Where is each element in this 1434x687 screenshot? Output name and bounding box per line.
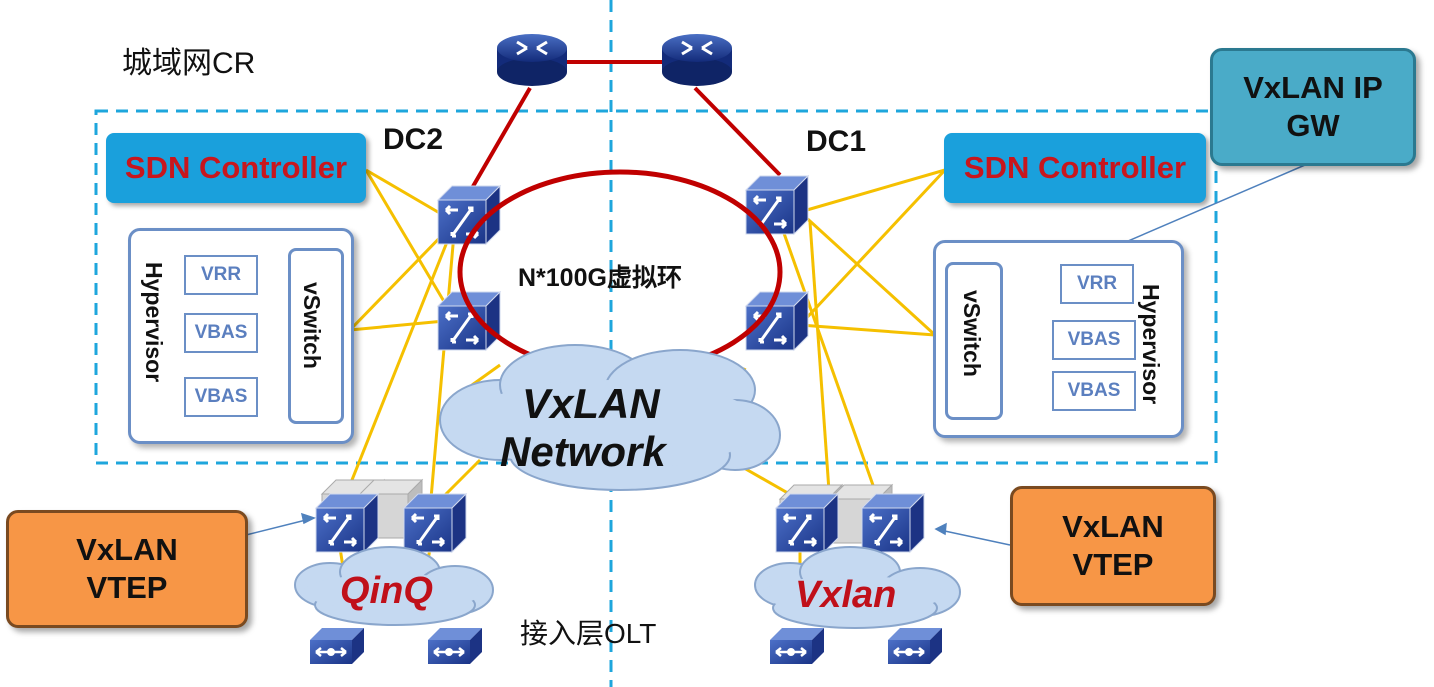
dc1-vm-vbas-2: VBAS — [1052, 371, 1136, 411]
vxlan-network-cloud — [439, 344, 781, 491]
qinq-cloud — [294, 546, 494, 626]
dc1-vm-vrr: VRR — [1060, 264, 1134, 304]
metro-cr-label: 城域网CR — [122, 47, 256, 80]
vtep-left-line2: VTEP — [86, 570, 168, 605]
vxlan-label: Vxlan — [795, 574, 897, 616]
gw-callout-line1: VxLAN IP — [1243, 70, 1383, 105]
dc2-label: DC2 — [383, 123, 444, 156]
dc1-label: DC1 — [806, 125, 867, 158]
left-vtep-switch-2 — [402, 492, 468, 554]
olt-device-4 — [886, 626, 944, 666]
dc1-vswitch-label: vSwitch — [959, 290, 985, 377]
metro-router-left — [495, 32, 569, 88]
dc2-hypervisor-label: Hypervisor — [141, 262, 167, 383]
vtep-left-callout: VxLAN VTEP — [6, 510, 248, 628]
dc1-switch-top — [744, 174, 810, 236]
dc2-vswitch-label: vSwitch — [299, 282, 325, 369]
olt-device-2 — [426, 626, 484, 666]
right-vtep-switch-1 — [774, 492, 840, 554]
dc1-hypervisor-label: Hypervisor — [1138, 284, 1164, 405]
dc2-sdn-label: SDN Controller — [124, 150, 348, 185]
qinq-label: QinQ — [340, 570, 433, 612]
metro-router-right — [660, 32, 734, 88]
ring-label: N*100G虚拟环 — [518, 264, 682, 292]
cloud-main-line2: Network — [500, 428, 666, 475]
vtep-right-line2: VTEP — [1072, 547, 1154, 582]
dc1-vm-vbas-1: VBAS — [1052, 320, 1136, 360]
gw-callout-line2: GW — [1286, 108, 1340, 143]
dc2-vm-vrr: VRR — [184, 255, 258, 295]
dc1-switch-bottom — [744, 290, 810, 352]
dc2-vm-vbas-2: VBAS — [184, 377, 258, 417]
dc2-sdn-controller: SDN Controller — [106, 133, 366, 203]
dc2-vswitch — [288, 248, 344, 424]
vtep-left-line1: VxLAN — [76, 532, 178, 567]
dc2-vm-vbas-1: VBAS — [184, 313, 258, 353]
vtep-right-line1: VxLAN — [1062, 509, 1164, 544]
olt-device-3 — [768, 626, 826, 666]
dc1-sdn-controller: SDN Controller — [944, 133, 1206, 203]
right-vtep-switch-2 — [860, 492, 926, 554]
olt-device-1 — [308, 626, 366, 666]
access-layer-label: 接入层OLT — [520, 618, 657, 649]
dc1-sdn-label: SDN Controller — [963, 150, 1187, 185]
vxlan-cloud — [754, 546, 961, 629]
vtep-right-callout: VxLAN VTEP — [1010, 486, 1216, 606]
dc1-vswitch — [945, 262, 1003, 420]
left-vtep-switch-1 — [314, 492, 380, 554]
cloud-main-line1: VxLAN — [522, 380, 660, 427]
vxlan-ip-gw-callout: VxLAN IP GW — [1210, 48, 1416, 166]
